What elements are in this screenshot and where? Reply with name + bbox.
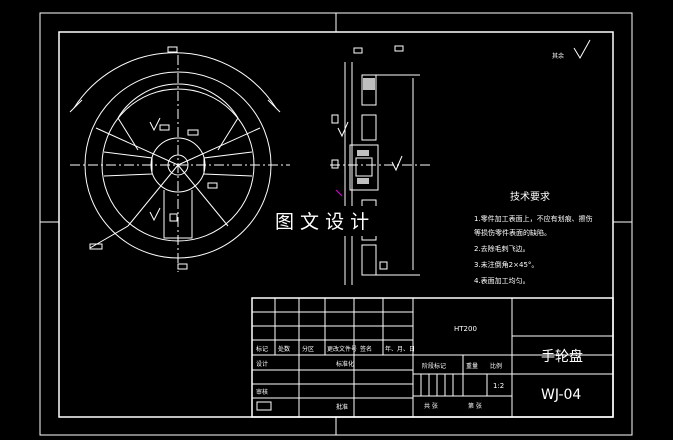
tech-item: 1.零件加工表面上，不应有划痕、擦伤 [474, 214, 593, 223]
hatch-fill [357, 178, 369, 184]
title-block-frame [251, 297, 614, 418]
roughness-symbol [149, 117, 161, 132]
tb-review-label: 审核 [256, 388, 268, 396]
tb-standard-label: 标准化 [336, 360, 354, 368]
upper-slot-arc [117, 83, 239, 119]
tb-small-box [256, 401, 272, 411]
arc-arrow-left [69, 99, 83, 113]
watermark-bg [266, 206, 408, 236]
roughness-symbol [149, 207, 161, 222]
part-name: 手轮盘 [541, 348, 583, 365]
dim-box [177, 263, 188, 270]
roughness-symbol-general [573, 39, 591, 59]
tb-row-label: 处数 [278, 345, 290, 353]
dim-box [207, 182, 218, 189]
dim-box [159, 124, 170, 131]
hatch-fill [357, 150, 369, 156]
tb-sheet-label: 第 张 [468, 402, 482, 410]
rim-section-top [361, 74, 377, 106]
leader-3 [127, 164, 179, 227]
tech-requirements-title: 技术要求 [510, 190, 550, 203]
tb-row-label: 标记 [256, 345, 268, 353]
magenta-marker [335, 189, 343, 197]
tb-stage-label: 阶段标记 [422, 362, 446, 370]
rim-section-bottom [361, 244, 377, 276]
tech-item: 等损伤零件表面的缺陷。 [474, 228, 551, 237]
dim-box [169, 213, 178, 222]
dim-box [167, 46, 178, 53]
tb-scale-label: 比例 [490, 362, 502, 370]
tb-sheets-label: 共 张 [424, 402, 438, 410]
roughness-symbol [391, 155, 403, 172]
side-view [330, 45, 430, 285]
roughness-symbol [337, 121, 349, 138]
leader-4 [177, 164, 229, 227]
arc-arrow-right [267, 99, 281, 113]
right-spoke [203, 151, 253, 177]
section-hatching [357, 78, 375, 184]
web-section-upper [361, 114, 377, 141]
title-block [251, 297, 614, 418]
leader-5 [89, 225, 129, 249]
scale-value: 1:2 [493, 382, 504, 390]
roughness-note: 其余 [552, 52, 564, 60]
tb-weight-label: 重量 [466, 362, 478, 370]
dim-box [331, 114, 339, 124]
dim-box [89, 243, 103, 250]
bore-section [355, 157, 373, 177]
dim-box [379, 261, 388, 270]
material: HT200 [454, 325, 477, 333]
leader-1 [95, 127, 179, 166]
tb-design-label: 设计 [256, 360, 268, 368]
dim-box [187, 129, 199, 136]
tech-item: 4.表面加工均匀。 [474, 276, 530, 285]
watermark: 图 文 设 计 [275, 211, 369, 233]
dim-box [394, 45, 404, 52]
upper-slot-sides [117, 117, 239, 151]
lower-spoke [163, 190, 193, 239]
dim-box [331, 159, 339, 169]
hatch-fill [363, 78, 375, 90]
tb-row-label: 年、月、日 [385, 345, 415, 353]
drawing-number: WJ-04 [541, 387, 581, 403]
tech-item: 2.去除毛刺飞边。 [474, 244, 530, 253]
leader-2 [177, 127, 261, 166]
dim-box [353, 47, 363, 54]
left-spoke [103, 151, 153, 177]
dimension-arc [73, 52, 277, 109]
tb-row-label: 分区 [302, 345, 314, 353]
tb-row-label: 签名 [360, 345, 372, 353]
tb-approve-label: 批准 [336, 403, 348, 411]
front-view [69, 46, 290, 272]
tb-row-label: 更改文件号 [327, 345, 357, 353]
tech-item: 3.未注倒角2×45°。 [474, 260, 538, 269]
hub-section [349, 144, 379, 191]
